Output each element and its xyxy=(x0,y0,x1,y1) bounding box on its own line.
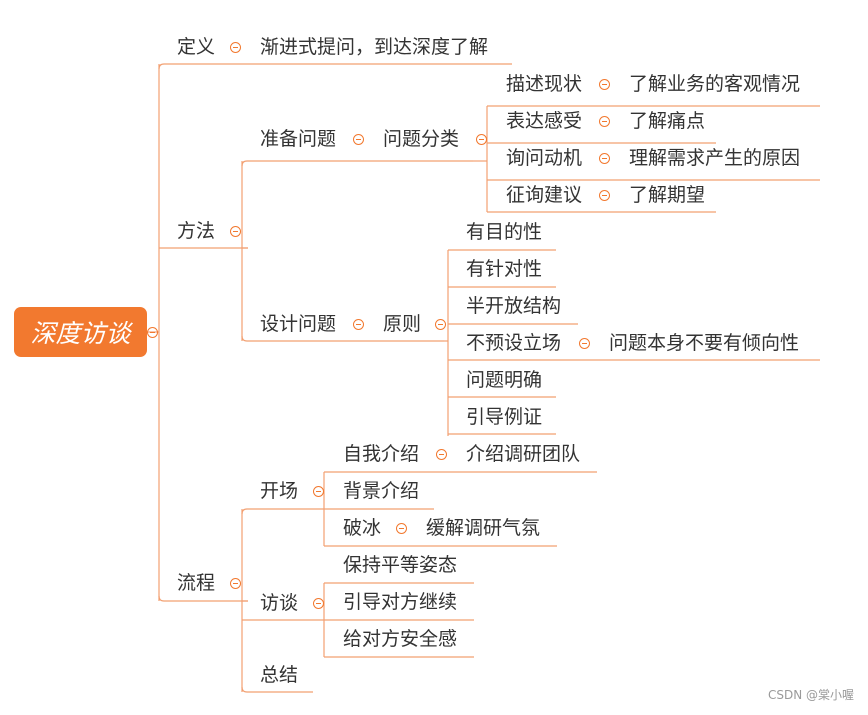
collapse-icon[interactable] xyxy=(579,338,590,349)
node-fangtan[interactable]: 访谈 xyxy=(260,592,299,614)
node-biaoda[interactable]: 表达感受 xyxy=(506,110,583,132)
collapse-icon[interactable] xyxy=(599,190,610,201)
node-miaoshu-desc[interactable]: 了解业务的客观情况 xyxy=(629,73,801,95)
node-xunwen-desc[interactable]: 理解需求产生的原因 xyxy=(629,147,801,169)
collapse-icon[interactable] xyxy=(313,486,324,497)
node-biaoda-desc[interactable]: 了解痛点 xyxy=(629,110,706,132)
collapse-icon[interactable] xyxy=(353,319,364,330)
node-dingyi[interactable]: 定义 xyxy=(177,36,216,58)
collapse-icon[interactable] xyxy=(313,598,324,609)
node-ziwo[interactable]: 自我介绍 xyxy=(343,443,420,465)
node-sheji[interactable]: 设计问题 xyxy=(260,313,337,335)
collapse-icon[interactable] xyxy=(396,523,407,534)
node-kaichang[interactable]: 开场 xyxy=(260,480,299,502)
node-beijing[interactable]: 背景介绍 xyxy=(343,480,420,502)
node-ziwo-desc[interactable]: 介绍调研团队 xyxy=(466,443,581,465)
root-node[interactable]: 深度访谈 xyxy=(14,307,147,357)
watermark: CSDN @棠小喔 xyxy=(767,688,854,702)
collapse-icon[interactable] xyxy=(147,327,158,338)
node-jixu[interactable]: 引导对方继续 xyxy=(343,591,458,613)
collapse-icon[interactable] xyxy=(353,134,364,145)
node-miaoshu[interactable]: 描述现状 xyxy=(506,73,583,95)
node-zhengxun[interactable]: 征询建议 xyxy=(506,184,583,206)
node-fenlei[interactable]: 问题分类 xyxy=(383,128,460,150)
node-yuanze[interactable]: 原则 xyxy=(383,313,422,335)
node-pingdeng[interactable]: 保持平等姿态 xyxy=(343,554,458,576)
collapse-icon[interactable] xyxy=(599,153,610,164)
node-liucheng[interactable]: 流程 xyxy=(177,572,216,594)
collapse-icon[interactable] xyxy=(476,134,487,145)
node-zongjie[interactable]: 总结 xyxy=(260,664,299,686)
node-pobing-desc[interactable]: 缓解调研气氛 xyxy=(426,517,541,539)
collapse-icon[interactable] xyxy=(436,449,447,460)
node-mingque[interactable]: 问题明确 xyxy=(466,369,543,391)
node-pobing[interactable]: 破冰 xyxy=(343,517,382,539)
node-fangfa[interactable]: 方法 xyxy=(177,220,216,242)
collapse-icon[interactable] xyxy=(435,319,446,330)
collapse-icon[interactable] xyxy=(599,116,610,127)
node-xunwen[interactable]: 询问动机 xyxy=(506,147,583,169)
node-zhunbei[interactable]: 准备问题 xyxy=(260,128,337,150)
node-buyushe[interactable]: 不预设立场 xyxy=(466,332,562,354)
collapse-icon[interactable] xyxy=(599,79,610,90)
node-zhengxun-desc[interactable]: 了解期望 xyxy=(629,184,706,206)
node-yindao[interactable]: 引导例证 xyxy=(466,406,543,428)
collapse-icon[interactable] xyxy=(230,226,241,237)
node-buyushe-desc[interactable]: 问题本身不要有倾向性 xyxy=(609,332,800,354)
collapse-icon[interactable] xyxy=(230,42,241,53)
node-bankai[interactable]: 半开放结构 xyxy=(466,295,562,317)
node-mudi[interactable]: 有目的性 xyxy=(466,221,543,243)
node-dingyi-desc[interactable]: 渐进式提问，到达深度了解 xyxy=(260,36,489,58)
node-anquan[interactable]: 给对方安全感 xyxy=(343,628,458,650)
collapse-icon[interactable] xyxy=(230,578,241,589)
node-zhendui[interactable]: 有针对性 xyxy=(466,258,543,280)
